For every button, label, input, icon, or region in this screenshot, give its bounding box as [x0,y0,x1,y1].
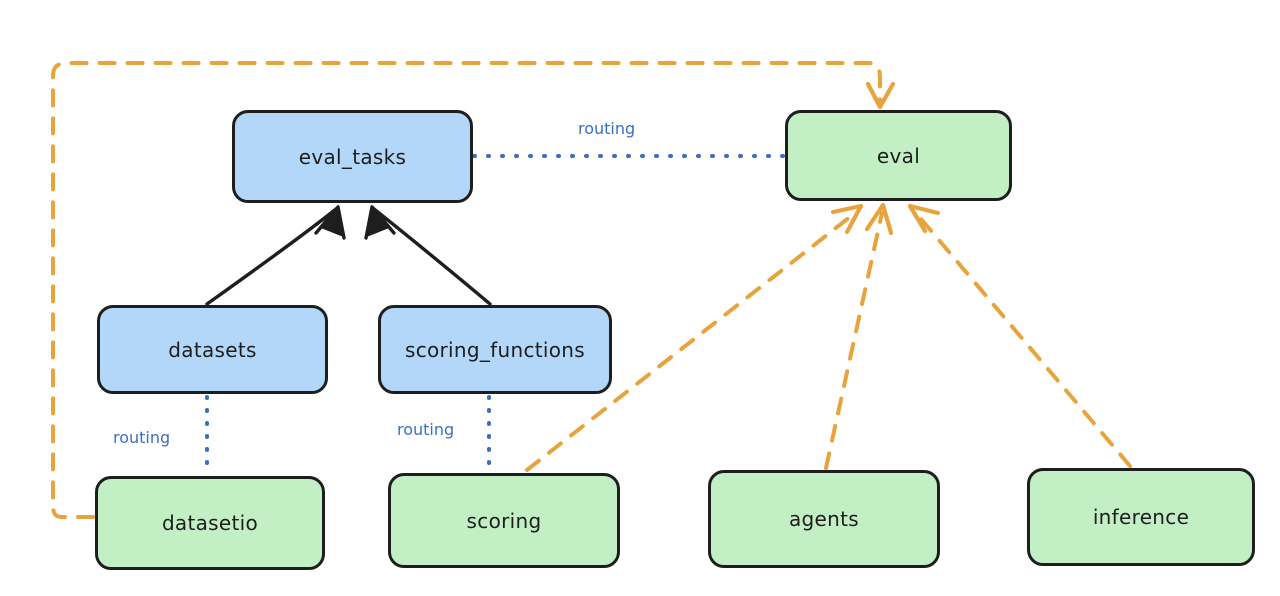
node-datasets[interactable]: datasets [97,305,328,394]
edge-datasetio-to-eval [51,61,896,519]
edge-label-routing-eval-tasks-eval: routing [578,119,636,138]
node-label: eval [876,143,921,168]
node-label: scoring [466,508,542,533]
node-inference[interactable]: inference [1027,468,1255,566]
node-eval[interactable]: eval [785,110,1012,201]
node-label: agents [789,507,859,531]
edge-agents-to-eval [824,202,894,470]
node-label: scoring_functions [404,337,586,362]
node-label: eval_tasks [298,144,407,169]
node-datasetio[interactable]: datasetio [95,476,325,570]
edge-scoring-functions-to-eval_tasks [364,204,492,306]
node-scoring-functions[interactable]: scoring_functions [378,305,612,394]
node-eval-tasks[interactable]: eval_tasks [232,110,473,203]
node-label: inference [1092,505,1190,529]
edge-label-routing-scoring-functions-scoring: routing [397,420,455,439]
edge-label-routing-datasets-datasetio: routing [113,428,171,447]
node-scoring[interactable]: scoring [388,473,620,568]
node-label: datasets [168,337,257,362]
node-agents[interactable]: agents [708,470,940,568]
edge-datasets-to-eval_tasks [205,204,346,306]
edge-inference-to-eval [907,203,1132,468]
node-label: datasetio [161,511,259,535]
